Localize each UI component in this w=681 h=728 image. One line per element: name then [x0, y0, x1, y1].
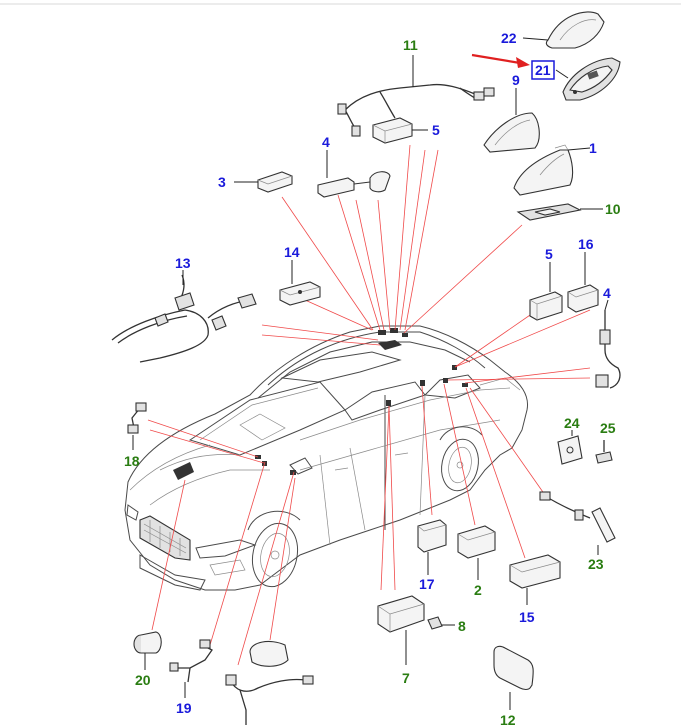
label-part-4-top[interactable]: 4 [322, 134, 330, 150]
part-22-antenna-cover [545, 11, 605, 49]
label-part-22[interactable]: 22 [501, 30, 517, 46]
part-2-module [457, 525, 496, 580]
part-23-antenna-cable [539, 491, 616, 555]
label-part-18[interactable]: 18 [124, 453, 140, 469]
part-5-module-top [372, 117, 428, 144]
label-part-25[interactable]: 25 [600, 420, 616, 436]
part-21-antenna-base [562, 57, 621, 101]
label-part-15[interactable]: 15 [519, 609, 535, 625]
label-part-4-right[interactable]: 4 [603, 285, 611, 301]
part-10-gasket [516, 203, 603, 221]
label-part-20[interactable]: 20 [135, 672, 151, 688]
label-part-12[interactable]: 12 [500, 712, 516, 728]
part-24-bracket [557, 430, 583, 465]
part-labels: 1 2 3 4 4 5 5 7 8 9 10 11 12 13 14 15 16… [124, 30, 621, 728]
part-18-connector [127, 402, 147, 450]
part-14-module [279, 260, 321, 306]
part-19-wire-harness [169, 639, 213, 698]
part-17-module [417, 519, 447, 575]
part-7-module [377, 595, 425, 665]
label-part-13[interactable]: 13 [175, 255, 191, 271]
part-12-pad [493, 645, 534, 710]
label-part-9[interactable]: 9 [512, 72, 520, 88]
label-part-5-right[interactable]: 5 [545, 246, 553, 262]
speaker-module-with-cable [225, 640, 314, 725]
label-part-2[interactable]: 2 [474, 582, 482, 598]
hood-speaker [173, 462, 194, 480]
label-part-8[interactable]: 8 [458, 618, 466, 634]
label-part-17[interactable]: 17 [419, 576, 435, 592]
callout-lines [147, 144, 591, 666]
roof-module-marker [378, 340, 402, 350]
part-11-roof-harness [337, 55, 495, 137]
label-part-1[interactable]: 1 [589, 140, 597, 156]
label-part-16[interactable]: 16 [578, 236, 594, 252]
part-5-module-right [529, 262, 563, 321]
part-15-module [509, 554, 561, 605]
label-part-14[interactable]: 14 [284, 244, 300, 260]
label-part-24[interactable]: 24 [564, 415, 580, 431]
label-part-3[interactable]: 3 [218, 174, 226, 190]
part-16-module [567, 252, 599, 313]
part-4-cable [595, 299, 621, 389]
part-20-horn [133, 631, 162, 670]
label-part-23[interactable]: 23 [588, 556, 604, 572]
label-leaders [515, 37, 591, 151]
label-part-5-top[interactable]: 5 [432, 122, 440, 138]
label-part-19[interactable]: 19 [176, 700, 192, 716]
part-3-bracket [234, 171, 293, 193]
part-13-cable-harness [111, 270, 257, 363]
part-8-nut [427, 616, 455, 630]
part-1-shark-fin-antenna [513, 144, 574, 196]
part-4-sensor [317, 150, 391, 198]
label-part-21[interactable]: 21 [535, 62, 551, 78]
pointer-arrow [471, 53, 530, 68]
label-part-11[interactable]: 11 [403, 37, 418, 53]
label-part-7[interactable]: 7 [402, 670, 410, 686]
highlight-box-21 [531, 60, 555, 80]
part-25-bolt [595, 440, 613, 464]
part-9-antenna-cover [483, 112, 540, 153]
roof-connector [378, 330, 386, 335]
label-part-10[interactable]: 10 [605, 201, 621, 217]
